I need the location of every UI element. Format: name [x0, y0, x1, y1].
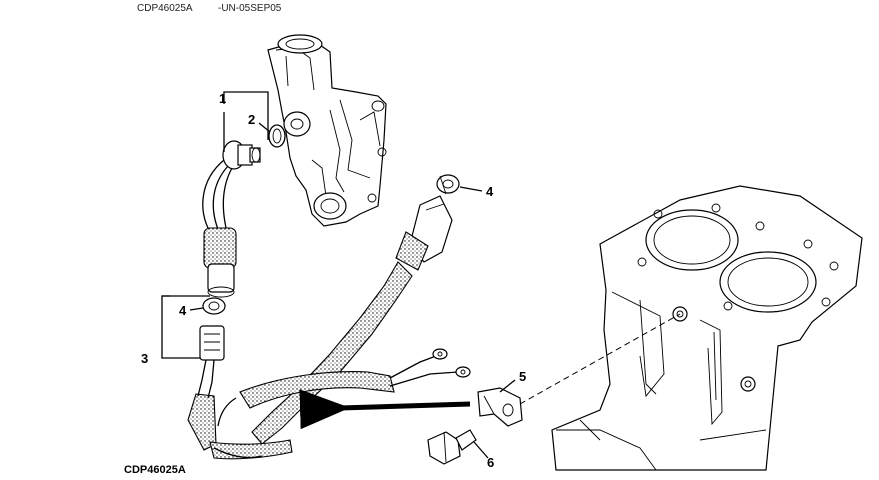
wiring-harness [187, 261, 471, 460]
callout-3: 3 [141, 351, 148, 366]
callout-2: 2 [248, 112, 255, 127]
header-date-code: -UN-05SEP05 [218, 3, 282, 14]
engine-block [551, 185, 863, 471]
callout-1: 1 [219, 91, 226, 106]
callout-6: 6 [487, 455, 494, 470]
header-figure-code: CDP46025A [137, 3, 193, 14]
callout-4-upper: 4 [486, 184, 494, 199]
harness-connector-lower [197, 325, 225, 399]
temperature-sender [222, 140, 261, 170]
figure-id-label: CDP46025A [124, 464, 186, 476]
o-ring [268, 124, 286, 148]
callout-4-lower: 4 [179, 303, 187, 318]
cap-screw [427, 429, 477, 465]
seal-upper [436, 174, 460, 195]
seal-lower [202, 297, 226, 315]
callout-5: 5 [519, 369, 526, 384]
harness-connector-upper [395, 195, 453, 271]
wire-clamp [477, 387, 523, 427]
thermostat-housing [267, 34, 387, 227]
sensor-harness-connector [203, 227, 237, 298]
